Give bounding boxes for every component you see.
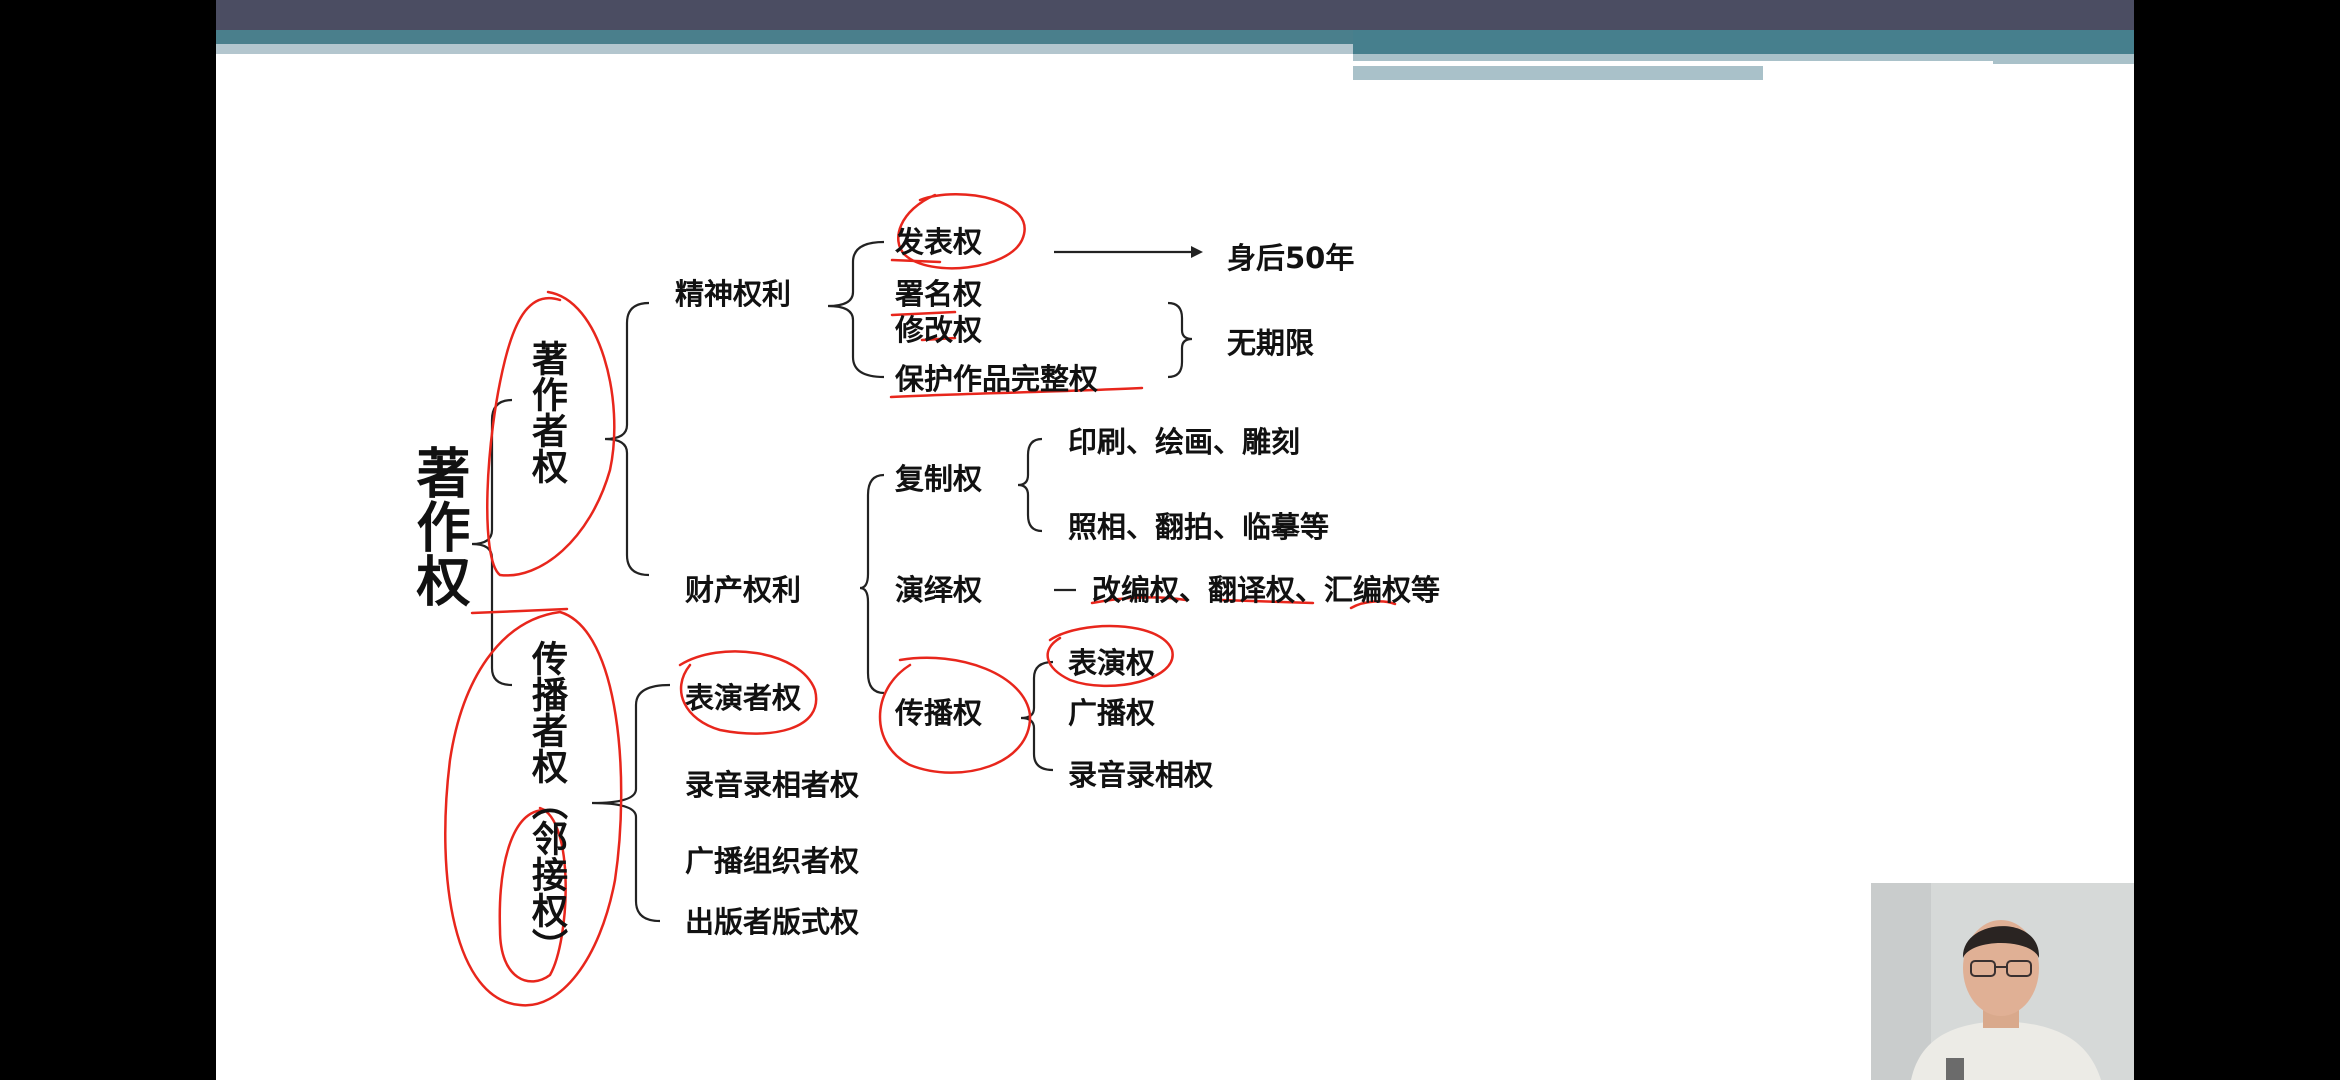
annotation-underline-publication (890, 258, 942, 264)
derivation-right: 演绎权 (895, 573, 983, 607)
derivation-examples: 改编权、翻译权、汇编权等 (1092, 573, 1441, 607)
brace-root (471, 398, 513, 687)
moral-right-item: 修改权 (895, 313, 983, 347)
moral-rights-label: 精神权利 (675, 277, 792, 311)
annotation-circle-dissemination (878, 656, 1032, 774)
annotation-loop-neighboring-rights (444, 610, 623, 1007)
moral-right-item: 保护作品完整权 (895, 362, 1099, 396)
reproduction-example: 印刷、绘画、雕刻 (1068, 425, 1301, 459)
brace-unlimited (1167, 301, 1193, 379)
moral-right-item: 发表权 (895, 225, 983, 259)
neighboring-right-item: 广播组织者权 (685, 844, 860, 878)
annotation-underline-adaptation (1090, 596, 1188, 605)
brace-author-rights (604, 301, 650, 577)
presentation-slide (216, 0, 2134, 1080)
reproduction-right: 复制权 (895, 462, 983, 496)
neighboring-right-item: 出版者版式权 (685, 905, 860, 939)
author-rights-label: 著作者权 (526, 340, 567, 484)
neighboring-right-item: 录音录相者权 (685, 768, 860, 802)
dissemination-item: 录音录相权 (1068, 758, 1214, 792)
annotation-line-root (470, 607, 569, 615)
reproduction-example: 照相、翻拍、临摹等 (1068, 510, 1330, 544)
brace-reproduction (1017, 437, 1043, 533)
brace-neighboring-rights (591, 683, 671, 923)
header-band-teal-right (1353, 30, 2134, 54)
annotation-underline-translation (1219, 598, 1315, 605)
arrow-head-icon (1191, 246, 1203, 258)
annotation-underline-attribution (890, 310, 957, 317)
header-band-dark (216, 0, 2134, 30)
header-band-light-short (1353, 66, 1763, 80)
header-band-light (216, 44, 1353, 54)
neighboring-right-item: 表演者权 (685, 681, 802, 715)
dissemination-item: 表演权 (1068, 646, 1156, 680)
header-band-light-right (1353, 54, 2134, 64)
property-rights-label: 财产权利 (685, 573, 802, 607)
dissemination-item: 广播权 (1068, 696, 1156, 730)
annotation-loop-author-rights (486, 290, 616, 577)
brace-moral-rights (827, 240, 885, 379)
header-line-white (1353, 61, 1993, 66)
publication-term: 身后50年 (1227, 241, 1355, 275)
annotation-underline-modification (920, 336, 957, 342)
root-label: 著作权 (407, 445, 470, 607)
annotation-circle-performance (1046, 624, 1174, 688)
presenter-webcam (1871, 883, 2134, 1080)
annotation-circle-publication (897, 193, 1026, 270)
annotation-underline-integrity (889, 386, 1144, 399)
presenter-image (1871, 883, 2134, 1080)
unlimited-term: 无期限 (1227, 326, 1315, 360)
brace-dissemination (1020, 660, 1054, 772)
annotation-underline-compilation (1349, 600, 1397, 610)
annotation-loop-neighboring-label (498, 806, 567, 983)
neighboring-rights-label: 传播者权（邻接权） (526, 640, 567, 964)
annotation-circle-performer (678, 650, 818, 735)
moral-right-item: 署名权 (895, 277, 983, 311)
brace-property-rights (859, 473, 885, 695)
dissemination-right: 传播权 (895, 696, 983, 730)
